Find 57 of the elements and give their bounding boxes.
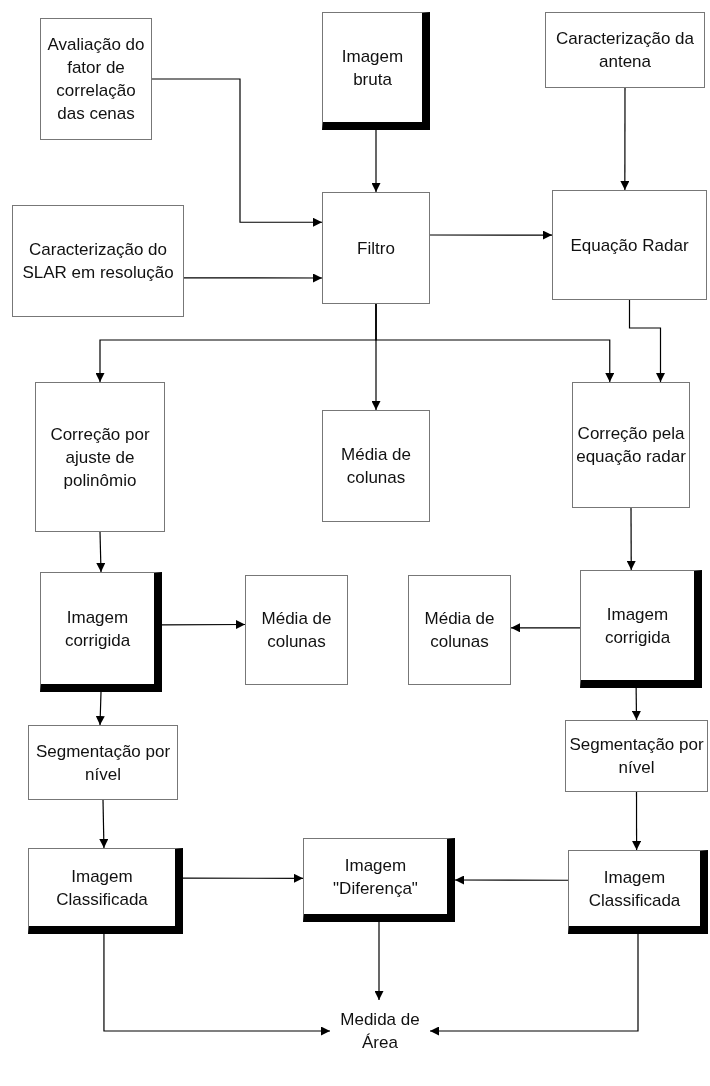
box-label: Média de colunas — [340, 444, 412, 489]
box-label: Correção por ajuste de polinômio — [49, 423, 151, 492]
arrow — [95, 691, 105, 726]
process-box — [35, 382, 165, 532]
box-label: Equação Radar — [569, 234, 690, 257]
box-label: Média de colunas — [260, 608, 333, 653]
arrow — [374, 921, 384, 1001]
box-label: Imagem bruta — [340, 45, 405, 91]
arrow — [183, 273, 323, 283]
arrow — [628, 299, 665, 383]
arrow — [375, 303, 615, 383]
image-box — [322, 12, 430, 130]
arrow — [632, 791, 642, 851]
box-label: Imagem Classificada — [587, 866, 682, 912]
process-box — [40, 18, 152, 140]
arrow — [626, 507, 636, 571]
process-box — [12, 205, 184, 317]
arrow — [631, 687, 641, 721]
arrow — [103, 933, 331, 1036]
image-box — [28, 848, 183, 934]
arrow — [99, 799, 109, 849]
box-label: Imagem corrigida — [603, 603, 672, 649]
box-label: Segmentação por nível — [568, 734, 705, 779]
box-label: Média de colunas — [423, 608, 496, 653]
process-box — [572, 382, 690, 508]
arrow — [151, 78, 323, 227]
arrow — [454, 875, 569, 885]
box-label: Imagem corrigida — [63, 606, 132, 652]
box-label: Correção pela equação radar — [575, 423, 687, 468]
box-label: Segmentação por nível — [34, 740, 172, 786]
arrow — [429, 933, 639, 1036]
process-box — [545, 12, 705, 88]
process-box — [408, 575, 511, 685]
arrow — [620, 87, 630, 191]
image-box — [303, 838, 455, 922]
arrow — [429, 230, 553, 240]
box-label: Avaliação do fator de correlação das cenas — [46, 34, 146, 125]
arrow — [182, 873, 304, 883]
arrow — [161, 620, 246, 630]
image-box — [40, 572, 162, 692]
process-box — [322, 410, 430, 522]
process-box — [322, 192, 430, 304]
image-box — [580, 570, 702, 688]
arrow — [96, 531, 106, 573]
arrow — [510, 623, 581, 633]
process-box — [28, 725, 178, 800]
process-box — [245, 575, 348, 685]
box-label: Imagem Classificada — [55, 865, 149, 911]
image-box — [568, 850, 708, 934]
box-label: Caracterização da antena — [555, 28, 695, 73]
box-label: Filtro — [356, 237, 396, 260]
arrow — [371, 129, 381, 193]
process-box — [565, 720, 708, 792]
box-label: Caracterização do SLAR em resolução — [21, 239, 175, 284]
process-box — [552, 190, 707, 300]
box-label: Imagem "Diferença" — [332, 854, 419, 900]
box-label: Medida de Área — [339, 1009, 421, 1054]
